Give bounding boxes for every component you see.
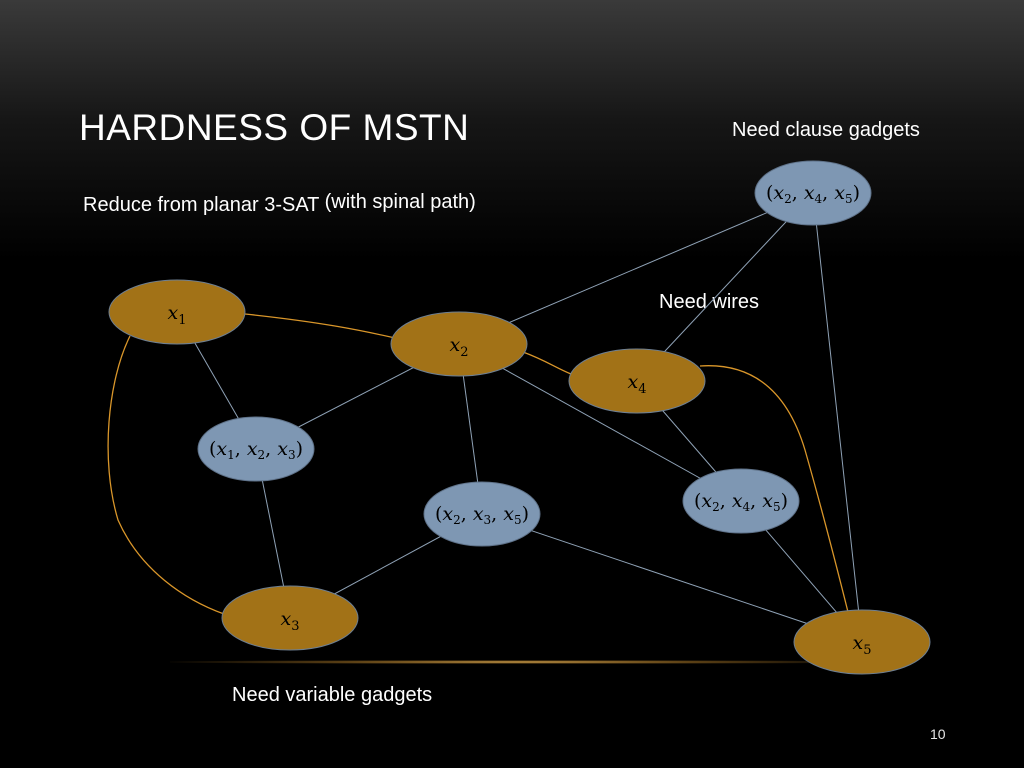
clause-node-c235: (x2, x3, x5) xyxy=(423,481,541,547)
edge-x2-c245a xyxy=(458,192,814,345)
edge-x5-c245a xyxy=(812,192,863,643)
variable-label: x3 xyxy=(281,608,300,634)
variable-label: x4 xyxy=(628,371,647,397)
orange-edges xyxy=(107,313,849,615)
variable-label: x1 xyxy=(168,302,187,328)
variable-node-x4: x4 xyxy=(568,348,706,414)
clause-node-c123-shape xyxy=(197,416,315,482)
wire-x2-x4 xyxy=(522,351,572,375)
wire-x1-x3 xyxy=(107,335,225,615)
page-number: 10 xyxy=(930,726,946,742)
slide-title: Hardness of MSTN xyxy=(79,107,470,148)
gray-edges xyxy=(176,192,863,643)
subtitle-paren: (with spinal path) xyxy=(324,191,476,213)
edge-x5-c235 xyxy=(481,513,863,643)
edge-x4-c245a xyxy=(636,192,814,382)
clause-node-c245a-shape xyxy=(754,160,872,226)
variable-node-x5: x5 xyxy=(793,609,931,675)
clause-node-c123: (x1, x2, x3) xyxy=(197,416,315,482)
clause-node-c245b: (x2, x4, x5) xyxy=(682,468,800,534)
clause-node-c245a: (x2, x4, x5) xyxy=(754,160,872,226)
variable-label: x5 xyxy=(853,632,872,658)
clause-label: (x1, x2, x3) xyxy=(209,438,303,462)
variable-label: x2 xyxy=(450,334,469,360)
clause-label: (x2, x3, x5) xyxy=(435,503,529,527)
variable-node-x3: x3 xyxy=(221,585,359,651)
variable-node-x3-shape xyxy=(221,585,359,651)
clause-label: (x2, x4, x5) xyxy=(694,490,788,514)
clause-node-c235-shape xyxy=(423,481,541,547)
variable-node-x4-shape xyxy=(568,348,706,414)
variable-node-x2-shape xyxy=(390,311,528,377)
variable-gadgets-note: Need variable gadgets xyxy=(232,684,433,706)
clause-gadgets-note: Need clause gadgets xyxy=(732,119,920,141)
variable-node-x2: x2 xyxy=(390,311,528,377)
clause-label: (x2, x4, x5) xyxy=(766,182,860,206)
wires-note: Need wires xyxy=(659,291,760,313)
subtitle: Reduce from planar 3-SAT (with spinal pa… xyxy=(83,191,476,217)
wire-x1-x2 xyxy=(244,313,396,339)
subtitle-main: Reduce from planar 3-SAT xyxy=(83,194,320,216)
edge-x2-c245b xyxy=(458,343,742,502)
variable-node-x1: x1 xyxy=(108,279,246,345)
wire-x4-x5 xyxy=(699,365,849,613)
graph-nodes: x1 x2 x3 x4 x5 (x2, x4, x5) (x1, x2, x3) (x2, x… xyxy=(108,160,931,675)
decorative-glow-divider xyxy=(170,660,870,664)
variable-node-x5-shape xyxy=(793,609,931,675)
clause-node-c245b-shape xyxy=(682,468,800,534)
variable-node-x1-shape xyxy=(108,279,246,345)
